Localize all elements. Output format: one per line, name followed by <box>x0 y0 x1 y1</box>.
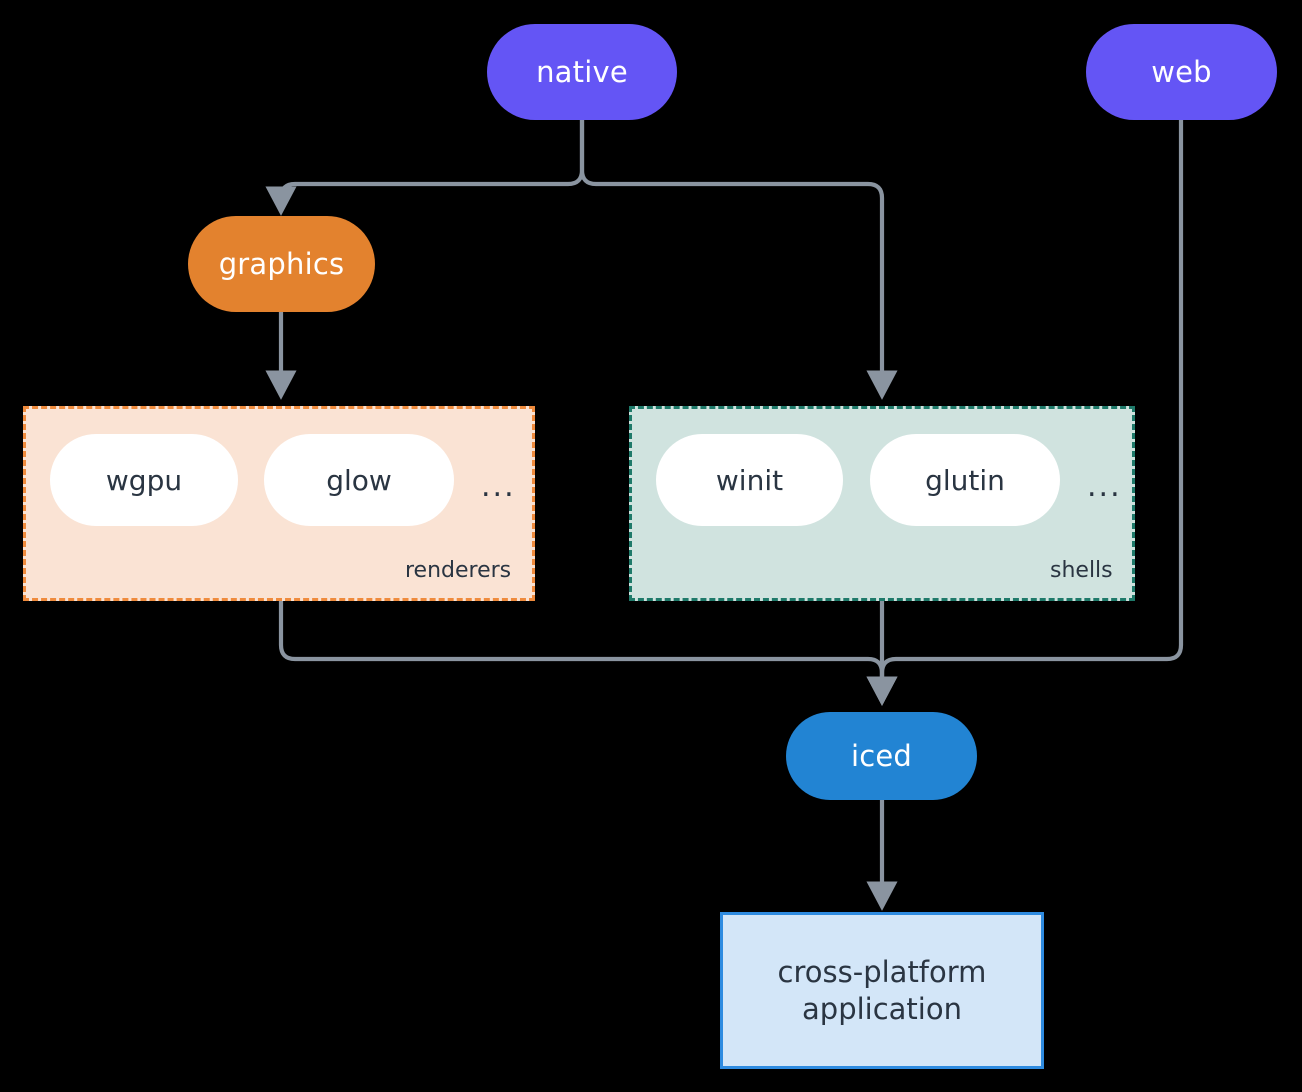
node-glow[interactable]: glow <box>264 434 454 526</box>
group-renderers-label: renderers <box>405 558 512 583</box>
node-glutin-label: glutin <box>925 463 1005 497</box>
node-wgpu-label: wgpu <box>105 463 183 497</box>
node-web-label: web <box>1151 54 1212 89</box>
node-wgpu[interactable]: wgpu <box>50 434 238 526</box>
edge-native-to-graphics <box>265 120 585 216</box>
application-label-line1: cross-platform <box>777 955 987 990</box>
application-label-line2: application <box>802 991 962 1026</box>
node-native-label: native <box>536 54 628 89</box>
node-web[interactable]: web <box>1086 24 1277 120</box>
node-cross-platform-application[interactable]: cross-platform application <box>720 912 1044 1069</box>
node-glow-label: glow <box>326 463 392 497</box>
group-shells-label: shells <box>1050 558 1113 583</box>
node-glutin[interactable]: glutin <box>870 434 1060 526</box>
edge-native-to-shells <box>579 120 898 400</box>
node-winit[interactable]: winit <box>656 434 843 526</box>
node-graphics-label: graphics <box>218 246 345 281</box>
node-winit-label: winit <box>715 463 784 497</box>
shells-ellipsis: ... <box>1087 469 1122 504</box>
node-graphics[interactable]: graphics <box>188 216 375 312</box>
renderers-ellipsis: ... <box>481 469 516 504</box>
node-iced-label: iced <box>850 738 913 773</box>
node-iced[interactable]: iced <box>786 712 977 800</box>
edge-renderers-to-iced <box>278 601 898 706</box>
node-native[interactable]: native <box>487 24 677 120</box>
